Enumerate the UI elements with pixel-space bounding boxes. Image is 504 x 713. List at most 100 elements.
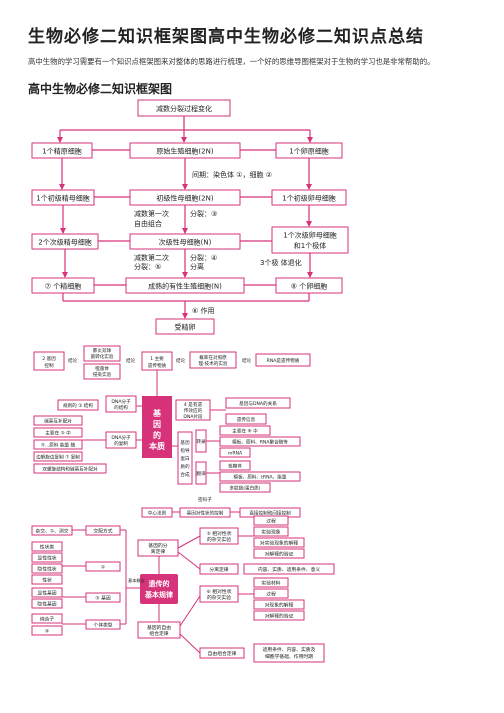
m2-n3: 多肽链(蛋白质) (229, 485, 260, 492)
m2-d1: RNA是遗传物质 (267, 357, 300, 364)
m3-g0: 实验材料 (261, 580, 280, 587)
m2-j2: 主要在 ③ 中 (45, 430, 71, 437)
note-split5: 分裂：⑤ (134, 262, 161, 271)
m2-a1: 肺炎双球 (93, 347, 112, 354)
gene-nature-center (142, 396, 172, 458)
genetic-laws-center (140, 574, 178, 604)
m2-o3: 基因对性状的控制 (187, 510, 224, 517)
m2-g1: DNA分子 (111, 398, 131, 405)
top-label: 减数分裂过程变化 (156, 104, 212, 113)
m3-mid1: ② (101, 565, 105, 571)
m2-l1: 转录 (196, 438, 206, 445)
m3-a1: 基因的分 (148, 542, 167, 549)
m3-h2-1: 细胞学基础、作用时期 (265, 653, 313, 660)
m2-conn-2: 结论 (126, 357, 136, 364)
r1-right: 1个卵原细胞 (289, 147, 328, 156)
m3-f1: ⑥ 相对性状 (206, 588, 231, 595)
intro-text: 高中生物的学习需要有一个知识点框架图来对整体的思路进行梳理，一个好的思维导图框架… (28, 57, 435, 66)
m3-mid0: 交配方式 (93, 528, 112, 535)
page-title: 生物必修二知识框架图高中生物必修二知识点总结 (28, 27, 424, 47)
m3-left7: 纯合子 (40, 616, 55, 623)
m2-c2: 理·技术的实验 (198, 360, 227, 367)
m2-k5: 合成 (180, 471, 190, 478)
m3-e2: 组合定律 (149, 630, 168, 637)
m2-j4: 边解旋边复制 ⑦ 复制 (36, 454, 80, 461)
r2-mid: 初级性母细胞(2N) (156, 194, 213, 203)
note-meiosis1: 减数第一次 (134, 209, 169, 218)
r2-right: 1个初级卵母细胞 (282, 194, 335, 203)
svg-text:遗传的: 遗传的 (148, 579, 170, 588)
m3-left4: 性状 (42, 577, 52, 584)
m2-l2: 翻译 (196, 470, 206, 477)
r3-left: 2个次级精母细胞 (38, 238, 91, 247)
m3-mid2: ③ 基因 (95, 595, 111, 602)
m3-c0: 过程 (266, 518, 276, 525)
m3-e1: 基因的自由 (147, 624, 171, 631)
m3-left3: 隐性性状 (37, 566, 56, 573)
note-interphase: 间期：染色体 ①，细胞 ② (192, 170, 272, 179)
m2-conn-4: 结论 (242, 357, 252, 364)
m2-j3: ③...原料 能量 酶 (41, 442, 76, 449)
m2-b2: 遗传物质 (148, 362, 167, 369)
m3-c1: 实验现象 (261, 529, 280, 536)
m2-c1: 概率在对照原 (199, 354, 227, 361)
bottom-node: 受精卵 (175, 323, 196, 332)
m2-j1: 碱基互补配对 (44, 418, 72, 425)
svg-text:基本规律: 基本规律 (144, 590, 173, 599)
r1-mid: 原始生殖细胞(2N) (156, 147, 213, 156)
m2-a3: 噬菌体 (95, 365, 109, 372)
note-split4: 分裂：④ (190, 253, 217, 262)
note-free-combination: 自由组合 (134, 219, 162, 228)
svg-text:因: 因 (153, 420, 161, 429)
m3-c2: 对实验现象的解释 (260, 540, 299, 547)
m3-h2-0: 适用条件、内容、实质及 (263, 646, 316, 653)
m2-a4: 侵染实验 (93, 371, 112, 378)
m2-g2: 的结构 (114, 404, 128, 411)
r4-left: ⑦ 个精细胞 (45, 282, 82, 291)
m2-conn-1: 结论 (68, 357, 78, 364)
m2-e2: 传效应的 (184, 407, 203, 414)
m2-m1b: 模板、原料、RNA聚合酶等 (232, 439, 288, 446)
m2-f1: 基因与DNA的关系 (239, 400, 277, 407)
r4-right: ⑧ 个卵细胞 (291, 282, 328, 291)
note-split3: 分裂：③ (190, 209, 217, 218)
m3-left0: 杂交、①、测交 (35, 528, 68, 535)
m2-k4: 质的 (180, 463, 190, 470)
m2-o1: 密码子 (198, 496, 212, 503)
r4-mid: 成熟的有性生殖细胞(N) (148, 282, 222, 291)
m2-i1: DNA分子 (111, 434, 131, 441)
meiosis-map: 减数分裂过程变化 1个精原细胞 原始生殖细胞(2N) 1个卵原细胞 间期：染色体… (31, 99, 349, 335)
m3-c3: 对解释的验证 (265, 551, 294, 558)
genetic-laws-map: 基因的分 离定律 ⑤ 相对性状 的杂交实验 过程 实验现象 对实验现象的解释 对… (31, 515, 335, 663)
m3-left2: 显性性状 (37, 555, 56, 562)
note-fertilization: ⑥ 作用 (192, 306, 215, 315)
m2-n2: 模板、原料、tRNA、能量 (234, 474, 287, 481)
m2-h1: 规则的 ② 结构 (63, 402, 93, 409)
m2-n1: 核糖体 (228, 463, 242, 470)
svg-text:本质: 本质 (148, 441, 165, 451)
r2-left: 1个初级精母细胞 (36, 194, 89, 203)
gene-nature-map: 2 基因 控制 结论 肺炎双球 菌转化实验 噬菌体 侵染实验 结论 1 主要 遗… (33, 345, 311, 518)
svg-text:的: 的 (153, 430, 161, 440)
m2-f2: 遗传信息 (237, 416, 256, 423)
m2-left2: 控制 (44, 362, 54, 369)
m2-b1: 1 主要 (150, 355, 164, 362)
m3-g1: 过程 (266, 591, 276, 598)
m2-m1c: mRNA (228, 451, 243, 457)
m3-a2: 离定律 (151, 548, 166, 555)
m3-g3: 对解释的验证 (265, 613, 294, 620)
section-heading: 高中生物必修二知识框架图 (28, 82, 173, 96)
m2-i2: 的复制 (114, 440, 128, 447)
m3-f2: 的杂交实验 (207, 594, 231, 601)
m2-m1a: 主要在 ⑧ 中 (232, 428, 258, 435)
m2-o2: 中心法则 (148, 510, 167, 517)
r3-right-1: 1个次级卵母细胞 (283, 231, 336, 240)
r1-left: 1个精原细胞 (42, 147, 81, 156)
note-separation: 分离 (190, 262, 204, 271)
m2-a2: 菌转化实验 (91, 353, 114, 360)
m3-left6: 隐性基因 (37, 601, 56, 608)
m2-e1: 4 是有遗 (184, 401, 203, 408)
m3-b2: 的杂交实验 (207, 536, 231, 543)
note-polar-bodies: 3个极 体退化 (260, 258, 302, 267)
r3-right-2: 和1个极体 (294, 241, 326, 250)
